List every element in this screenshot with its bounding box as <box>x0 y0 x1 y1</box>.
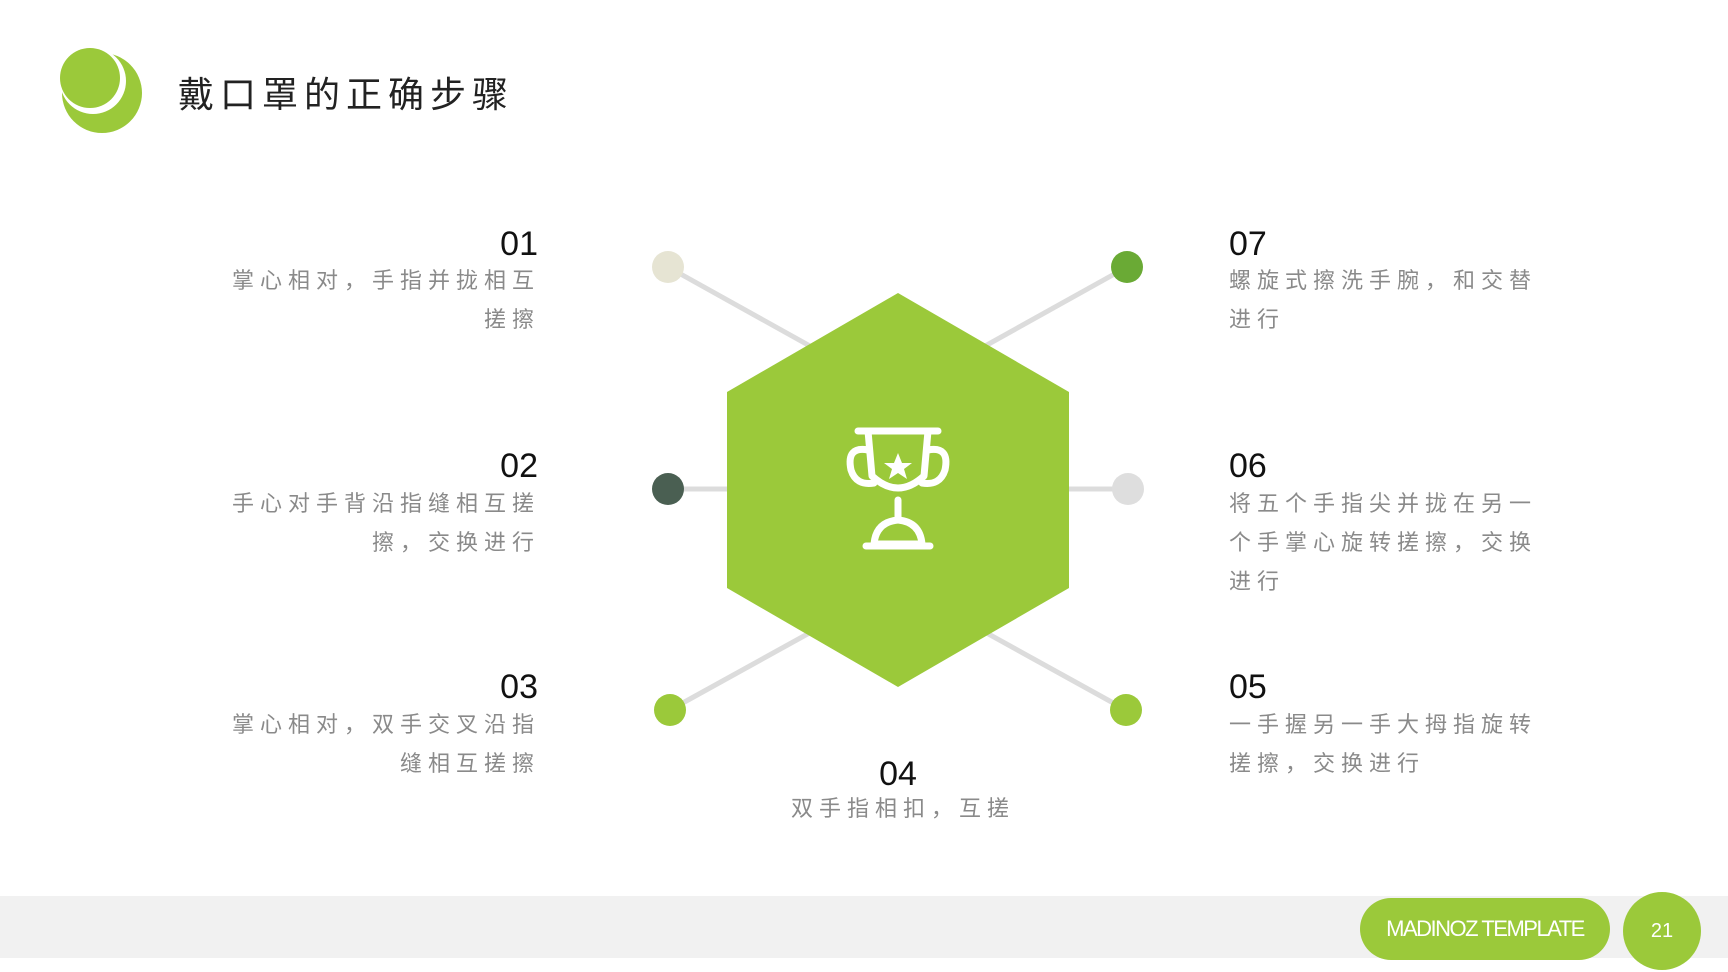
step-07-number: 07 <box>1229 225 1267 263</box>
step-04-text: 双手指相扣，互搓 <box>790 797 1015 822</box>
step-06-text: 将五个手指尖并拢在另一个手掌心旋转搓擦，交换进行 <box>1229 492 1538 595</box>
step-01-text: 掌心相对，手指并拢相互搓擦 <box>231 269 540 333</box>
step-05-number: 05 <box>1229 668 1267 706</box>
step-01-number: 01 <box>500 225 538 263</box>
step-03-number: 03 <box>500 668 538 706</box>
page-number-badge: 21 <box>1623 892 1701 970</box>
step-07-text: 螺旋式擦洗手腕，和交替进行 <box>1229 269 1538 333</box>
footer-brand-badge: MADINOZ TEMPLATE <box>1360 898 1610 960</box>
logo-icon <box>60 48 142 133</box>
trophy-icon <box>846 427 950 550</box>
step-02-dot <box>652 473 684 505</box>
step-04-number: 04 <box>879 755 917 793</box>
step-03-text: 掌心相对，双手交叉沿指缝相互搓擦 <box>231 713 540 777</box>
page-title: 戴口罩的正确步骤 <box>178 75 515 116</box>
step-05-text: 一手握另一手大拇指旋转搓擦，交换进行 <box>1229 713 1538 777</box>
step-02-text: 手心对手背沿指缝相互搓擦，交换进行 <box>231 492 540 556</box>
step-01-dot <box>652 251 684 283</box>
step-06-number: 06 <box>1229 447 1267 485</box>
step-07-dot <box>1111 251 1143 283</box>
step-dots <box>652 251 1144 726</box>
step-05-dot <box>1110 694 1142 726</box>
step-06-dot <box>1112 473 1144 505</box>
step-02-number: 02 <box>500 447 538 485</box>
step-03-dot <box>654 694 686 726</box>
